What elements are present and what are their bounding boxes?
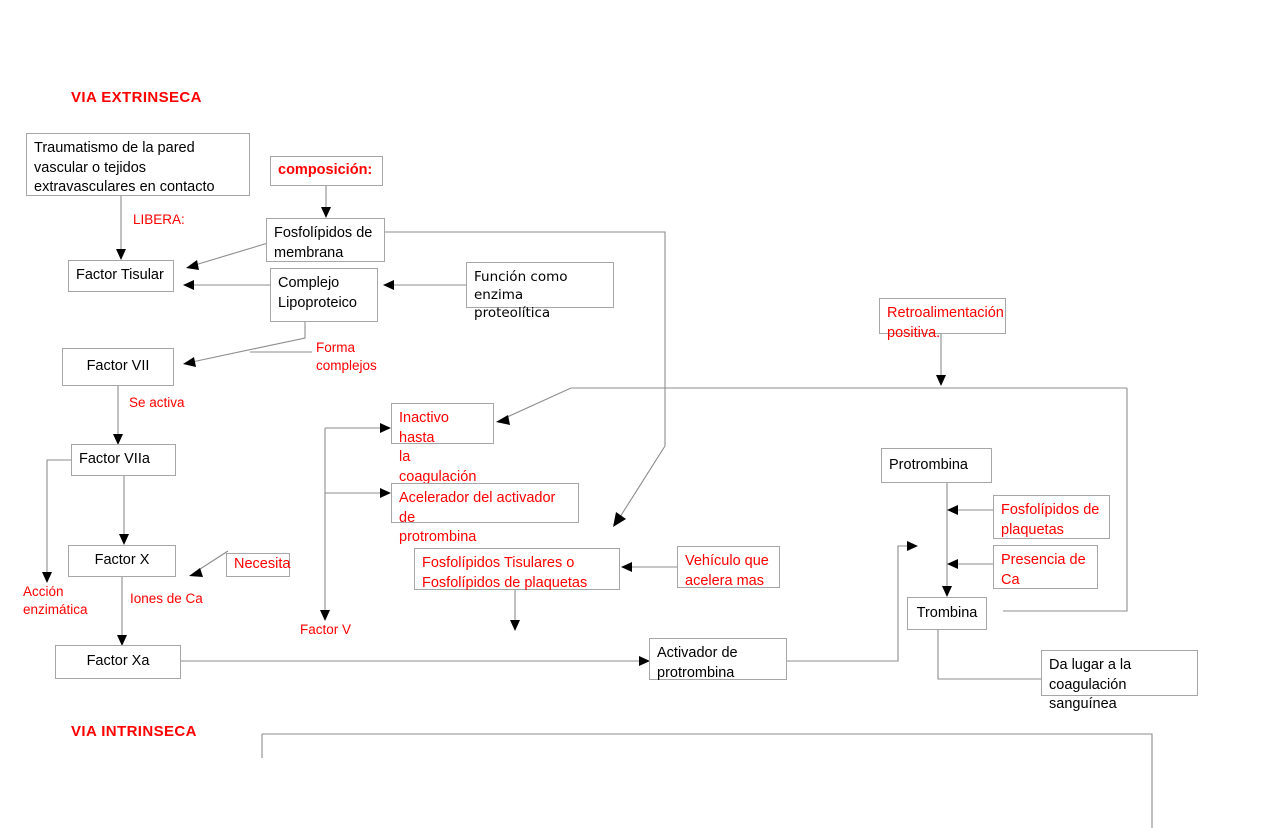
node-protrombina[interactable]: Protrombina xyxy=(881,448,992,483)
node-retroalimentacion[interactable]: Retroalimentación positiva. xyxy=(879,298,1006,341)
label-accion-enzimatica: Acción enzimática xyxy=(23,584,88,617)
arrowhead-down xyxy=(116,249,126,260)
arrowhead-right xyxy=(639,656,650,666)
node-traumatismo[interactable]: Traumatismo de la pared vascular o tejid… xyxy=(26,133,250,196)
node-complejo-lipoproteico[interactable]: Complejo Lipoproteico xyxy=(270,268,378,322)
arrowhead-right xyxy=(907,541,918,551)
node-presencia-ca[interactable]: Presencia de Ca xyxy=(993,545,1098,589)
node-factor-xa[interactable]: Factor Xa xyxy=(55,645,181,679)
node-activador-protrombina[interactable]: Activador de protrombina xyxy=(649,638,787,681)
arrowhead-left xyxy=(189,568,203,577)
heading-via-intrinseca: VIA INTRINSECA xyxy=(71,723,197,740)
node-composicion[interactable]: composición: xyxy=(270,156,383,186)
arrowhead-left xyxy=(383,280,394,290)
label-se-activa: Se activa xyxy=(129,395,185,410)
node-da-lugar[interactable]: Da lugar a la coagulación sanguínea xyxy=(1041,650,1198,712)
edge-feedback-right-down xyxy=(1003,388,1128,612)
node-trombina[interactable]: Trombina xyxy=(907,597,987,630)
arrowhead-down xyxy=(321,207,331,218)
edge-fosfolipidos-factor-tisular xyxy=(194,242,269,266)
node-funcion-enzima[interactable]: Función como enzima proteolítica xyxy=(466,262,614,321)
edge-intrinsic-frame xyxy=(262,733,1153,828)
label-libera: LIBERA: xyxy=(133,212,185,227)
arrowhead-left xyxy=(947,505,958,515)
arrowhead-left xyxy=(186,260,199,270)
edge-complejo-factor-vii xyxy=(191,322,306,363)
node-factor-vii[interactable]: Factor VII xyxy=(62,348,174,386)
node-factor-x[interactable]: Factor X xyxy=(68,545,176,577)
edge-feedback-inactivo xyxy=(504,387,1127,419)
node-inactivo[interactable]: Inactivo hasta la coagulación xyxy=(391,403,494,485)
node-fosfolipidos-tisulares[interactable]: Fosfolípidos Tisulares o Fosfolípidos de… xyxy=(414,548,620,591)
label-iones-de-ca: Iones de Ca xyxy=(130,591,203,606)
arrowhead-left xyxy=(183,357,196,367)
arrowhead-downleft xyxy=(613,512,626,527)
edge-activador-trombina xyxy=(787,545,908,662)
arrowhead-left xyxy=(947,559,958,569)
arrowhead-left xyxy=(183,280,194,290)
node-fosfolipidos-membrana[interactable]: Fosfolípidos de membrana xyxy=(266,218,385,262)
arrowhead-down xyxy=(117,635,127,646)
node-vehiculo[interactable]: Vehículo que acelera mas xyxy=(677,546,780,589)
node-acelerador[interactable]: Acelerador del activador de protrombina xyxy=(391,483,579,545)
arrowhead-down xyxy=(510,620,520,631)
edge-fosfolipidos-membrana-right xyxy=(385,231,666,446)
arrowhead-right xyxy=(380,488,391,498)
arrowhead-right xyxy=(380,423,391,433)
edge-necesita-factor-x xyxy=(196,550,229,572)
arrowhead-down xyxy=(936,375,946,386)
arrowhead-left xyxy=(621,562,632,572)
arrowhead-down xyxy=(119,534,129,545)
heading-via-extrinseca: VIA EXTRINSECA xyxy=(71,89,202,106)
node-factor-viia[interactable]: Factor VIIa xyxy=(71,444,176,476)
arrowhead-down xyxy=(320,610,330,621)
arrowhead-down xyxy=(113,434,123,445)
arrowhead-left xyxy=(496,415,510,425)
node-fosfolipidos-plaquetas[interactable]: Fosfolípidos de plaquetas xyxy=(993,495,1110,539)
edge-factor-viia-accion xyxy=(46,459,72,575)
edge-trombina-da-lugar xyxy=(937,630,1041,680)
label-factor-v: Factor V xyxy=(300,622,352,637)
edge-fosfolipidos-membrana-diagonal xyxy=(619,445,666,518)
node-factor-tisular[interactable]: Factor Tisular xyxy=(68,260,174,292)
arrowhead-down xyxy=(42,572,52,583)
arrowhead-down xyxy=(942,586,952,597)
label-forma-complejos: Forma complejos xyxy=(316,340,377,373)
node-necesita[interactable]: Necesita xyxy=(226,553,290,577)
